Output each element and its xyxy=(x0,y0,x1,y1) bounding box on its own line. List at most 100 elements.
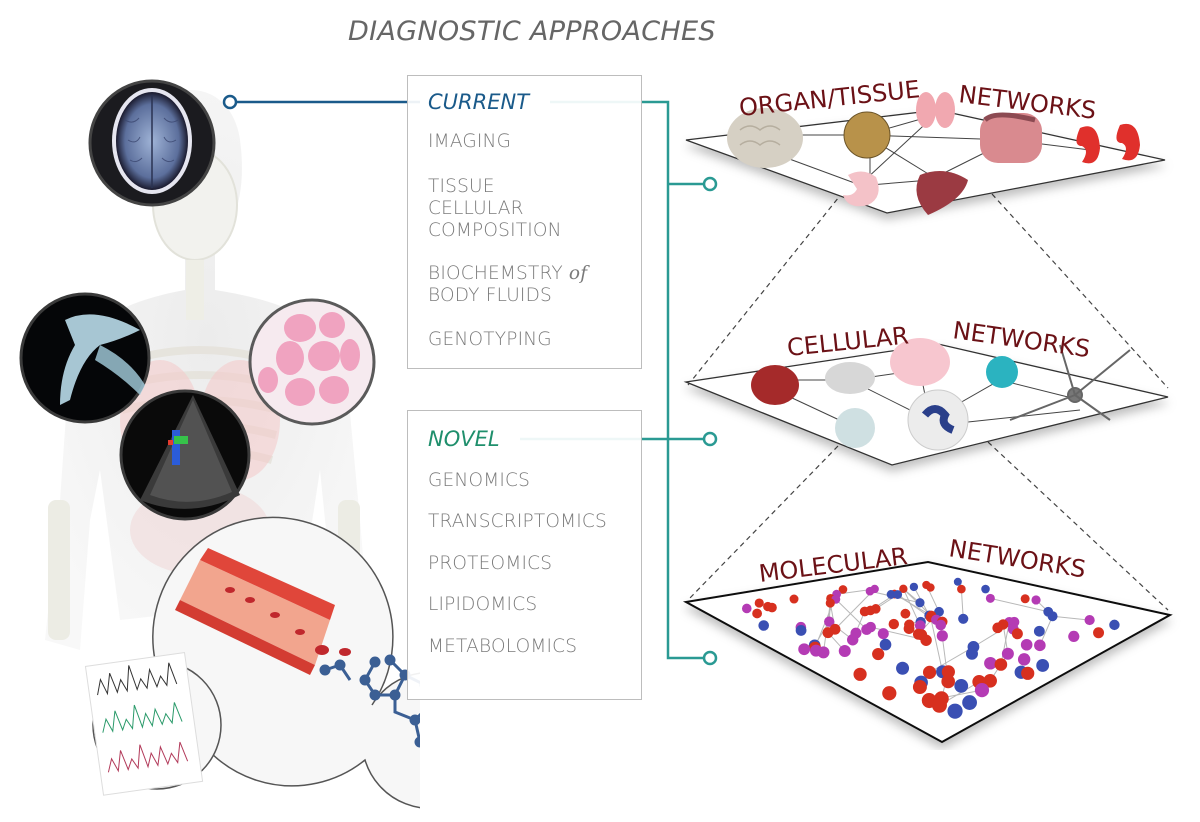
liver-node-icon xyxy=(916,171,968,215)
kidney-node-icon xyxy=(1116,123,1140,161)
novel-item-transcriptomics: TRANSCRIPTOMICS xyxy=(428,511,607,532)
molecular-edge xyxy=(1052,615,1090,621)
molecule-node xyxy=(1033,625,1045,637)
stomach-node-icon xyxy=(843,171,879,207)
novel-item-proteomics: PROTEOMICS xyxy=(428,553,553,574)
molecule-node xyxy=(992,622,1003,634)
molecule-node xyxy=(934,606,944,617)
molecule-node xyxy=(965,647,978,660)
molecule-node xyxy=(957,584,966,594)
molecule-node xyxy=(1093,627,1105,639)
molecule-node xyxy=(903,623,915,635)
molecule-node xyxy=(953,577,962,586)
molecule-node xyxy=(896,661,910,675)
molecule-node xyxy=(994,658,1008,671)
current-connector xyxy=(222,94,420,110)
fibroblast-node-icon xyxy=(825,362,875,394)
molecule-node xyxy=(899,584,908,594)
organ-connector-node xyxy=(702,176,718,192)
neuron-node-icon xyxy=(1009,344,1131,421)
molecule-node xyxy=(1084,614,1095,626)
molecule-node xyxy=(798,643,811,656)
molecule-node xyxy=(888,618,900,630)
cellular-network: CELLULAR NETWORKS xyxy=(683,316,1169,466)
molecule-node xyxy=(1031,595,1041,605)
molecule-node xyxy=(900,608,911,619)
novel-item-genomics: GENOMICS xyxy=(428,470,531,491)
current-item-tissue: TISSUE CELLULAR COMPOSITION xyxy=(428,176,562,241)
molecule-node xyxy=(825,598,835,608)
page-title: DIAGNOSTIC APPROACHES xyxy=(348,16,716,47)
novel-heading: NOVEL xyxy=(428,427,506,451)
molecular-edge xyxy=(930,617,944,672)
molecule-node xyxy=(1001,647,1014,660)
kidney-node-icon xyxy=(1076,126,1100,164)
molecule-node xyxy=(920,634,932,646)
molecule-node xyxy=(922,665,937,679)
molecule-node xyxy=(954,678,969,693)
molecule-node xyxy=(941,665,955,679)
network-levels-diagram: ORGAN/TISSUE NETWORKS CELLULAR NETWORKS xyxy=(682,80,1173,744)
molecule-node xyxy=(1020,638,1033,651)
novel-item-metabolomics: METABOLOMICS xyxy=(428,636,578,657)
molecule-node xyxy=(1017,653,1031,666)
molecule-node xyxy=(1109,619,1120,631)
molecule-node xyxy=(985,593,995,603)
molecule-node xyxy=(1034,639,1046,652)
molecule-node xyxy=(882,686,897,701)
molecular-edge xyxy=(990,597,1049,613)
zoom-guide-lines xyxy=(687,191,1169,611)
molecule-node xyxy=(1047,611,1058,622)
current-item-biochemistry: BIOCHEMSTRY of BODY FLUIDS xyxy=(428,263,588,306)
novel-item-lipidomics: LIPIDOMICS xyxy=(428,594,538,615)
molecule-node xyxy=(974,683,990,698)
molecule-node xyxy=(893,590,903,599)
red-blood-cell-node-icon xyxy=(751,365,799,405)
platelet-node-icon xyxy=(890,338,950,386)
molecule-node xyxy=(838,585,848,594)
molecule-node xyxy=(879,638,892,651)
shoulder-xray-inset xyxy=(19,292,151,424)
human-body-illustration xyxy=(19,79,420,809)
molecule-node xyxy=(758,620,770,631)
molecule-node xyxy=(983,673,997,688)
molecule-node xyxy=(822,627,834,639)
molecule-node xyxy=(741,603,752,614)
molecule-node xyxy=(847,634,859,646)
molecule-node xyxy=(1020,594,1030,604)
molecule-node xyxy=(962,695,977,710)
molecule-node xyxy=(909,582,919,592)
dendritic-cell-node-icon xyxy=(835,408,875,448)
molecule-node xyxy=(752,608,763,619)
molecule-node xyxy=(935,619,947,631)
molecule-node xyxy=(926,583,935,592)
brain-node-icon xyxy=(727,108,803,168)
cellular-connector-node xyxy=(702,431,718,447)
molecular-network: MOLECULAR NETWORKS xyxy=(682,534,1173,744)
molecular-connector-node xyxy=(702,650,718,666)
intestine-node-icon xyxy=(980,112,1042,163)
current-approaches-box: CURRENT IMAGING TISSUE CELLULAR COMPOSIT… xyxy=(407,75,642,369)
molecule-node xyxy=(984,656,997,670)
molecule-node xyxy=(817,646,830,659)
lymphocyte-node-icon xyxy=(986,356,1018,388)
current-heading: CURRENT xyxy=(428,90,536,114)
molecular-nodes xyxy=(741,577,1120,719)
molecule-node xyxy=(947,703,963,719)
brain-mri-inset xyxy=(88,79,216,207)
molecule-node xyxy=(981,584,990,594)
molecule-node xyxy=(931,697,947,713)
molecule-node xyxy=(838,645,851,658)
molecular-edge xyxy=(929,646,974,673)
molecule-node xyxy=(958,613,969,624)
molecule-node xyxy=(886,590,896,599)
molecule-node xyxy=(861,624,873,635)
molecule-node xyxy=(767,602,777,613)
molecule-node xyxy=(1021,666,1035,680)
molecule-node xyxy=(915,598,925,608)
molecule-node xyxy=(853,667,867,681)
molecule-node xyxy=(865,586,875,596)
molecule-node xyxy=(859,606,870,617)
molecule-node xyxy=(936,630,948,642)
echocardiogram-inset xyxy=(119,389,251,521)
